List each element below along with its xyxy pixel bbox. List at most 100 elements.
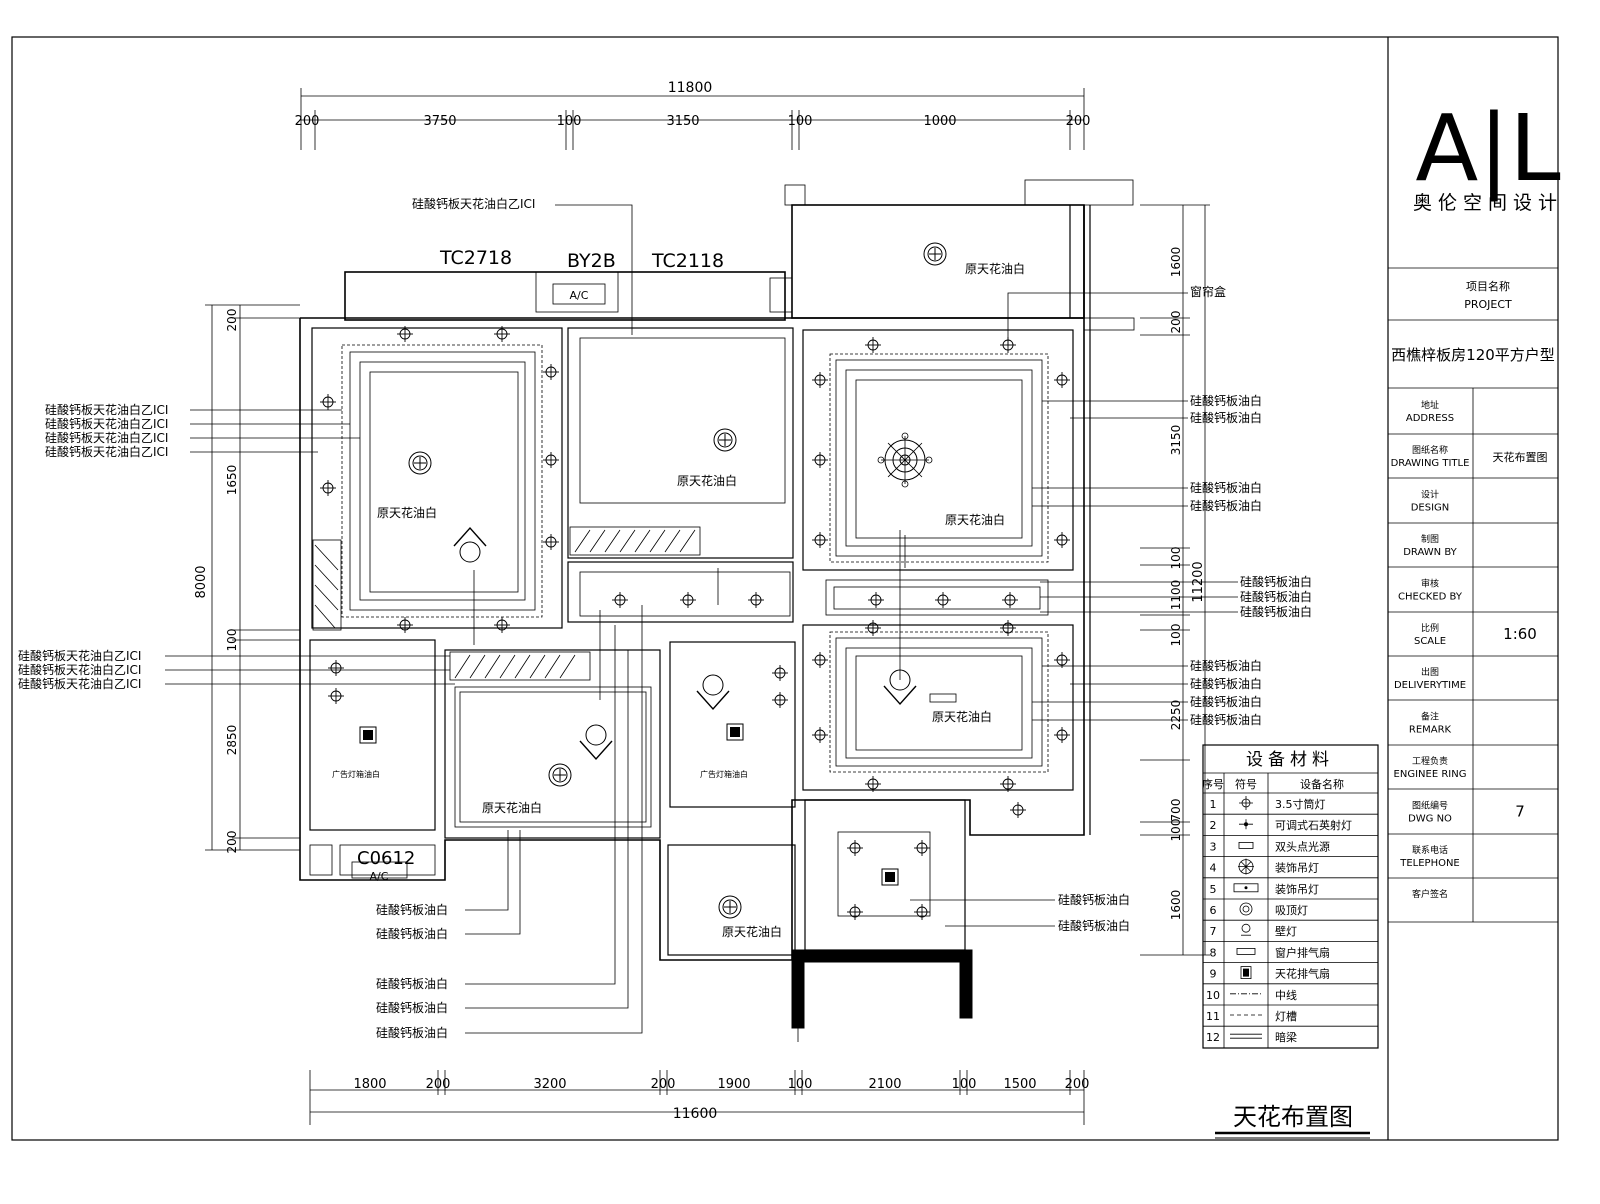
section-arrow-icon [579,724,613,760]
legend-name: 可调式石英射灯 [1275,818,1352,832]
downlight-icon [493,616,511,634]
svg-text:硅酸钙板油白: 硅酸钙板油白 [1058,892,1130,907]
legend-name: 暗梁 [1275,1030,1297,1044]
svg-text:硅酸钙板天花油白乙ICI: 硅酸钙板天花油白乙ICI [45,444,168,459]
dim-bottom-2: 3200 [533,1077,566,1092]
svg-text:硅酸钙板油白: 硅酸钙板油白 [1058,918,1130,933]
row-label-cn: 备注 [1421,711,1439,723]
svg-text:硅酸钙板油白: 硅酸钙板油白 [1190,658,1262,673]
title-block: A|L 奥伦空间设计 项目名称 PROJECT 西樵梓板房120平方户型 地址A… [1388,95,1561,923]
legend-name: 壁灯 [1275,924,1297,938]
row-label-cn: 审核 [1421,578,1439,590]
legend-name: 装饰吊灯 [1275,882,1319,896]
dim-top-4: 100 [788,114,813,129]
right-dimension-chain: 11200 1600 200 3150 100 1100 100 2250 70… [1140,204,1210,956]
svg-text:硅酸钙板油白: 硅酸钙板油白 [1240,574,1312,589]
downlight-icon [864,619,882,637]
downlight-icon [611,591,629,609]
downlight-icon [1001,591,1019,609]
downlight-icon [319,479,337,497]
downlight-icon [747,591,765,609]
legend-title: 设备材料 [1246,750,1334,770]
row-label-cn: 联系电话 [1412,844,1448,856]
dim-right-2: 3150 [1169,425,1183,456]
dim-right-3: 100 [1169,547,1183,570]
dim-right-5: 100 [1169,624,1183,647]
title-block-row: 客户签名 [1388,888,1558,923]
legend-no: 8 [1210,946,1217,959]
downlight-icon [1239,796,1253,810]
legend-name: 3.5寸筒灯 [1275,797,1326,811]
dim-bottom-total: 11600 [673,1106,718,1122]
downlight-icon [327,659,345,677]
downlight-icon [913,839,931,857]
dim-bottom-1: 200 [426,1077,451,1092]
downlight-icon [864,336,882,354]
svg-text:硅酸钙板天花油白乙ICI: 硅酸钙板天花油白乙ICI [45,416,168,431]
row-label-cn: 比例 [1421,622,1439,634]
downlight-icon [913,903,931,921]
svg-text:硅酸钙板天花油白乙ICI: 硅酸钙板天花油白乙ICI [18,676,141,691]
label-ceiling-white: 原天花油白 [377,505,437,520]
label-ceiling-white: 原天花油白 [945,512,1005,527]
legend-header-no: 序号 [1202,777,1224,791]
downlight-icon [846,903,864,921]
downlight-icon [327,687,345,705]
legend-no: 12 [1206,1031,1220,1044]
title-block-row: 备注 REMARK [1388,711,1558,746]
row-label-cn: 地址 [1421,399,1439,411]
downlight-icon [811,726,829,744]
ceiling-fan-icon [881,868,899,886]
downlight-icon [771,691,789,709]
svg-text:硅酸钙板油白: 硅酸钙板油白 [1240,589,1312,604]
dim-right-4: 1100 [1169,580,1183,611]
dim-bottom-6: 2100 [868,1077,901,1092]
dim-top-3: 3150 [666,114,699,129]
label-by2b: BY2B [567,250,616,272]
row-label-en: DRAWING TITLE [1391,458,1470,469]
leader-label-top: 硅酸钙板天花油白乙ICI [412,196,535,211]
downlight-icon [811,371,829,389]
drawing-title: 天花布置图 [1233,1103,1353,1131]
section-arrow-icon [453,527,487,563]
svg-text:硅酸钙板油白: 硅酸钙板油白 [1190,393,1262,408]
dim-right-9: 1600 [1169,890,1183,921]
wall-lamp-icon [1241,923,1251,936]
fixtures [319,242,1071,921]
downlight-icon [811,651,829,669]
legend-row: 12 暗梁 [1203,1025,1378,1044]
sheet-border [11,36,1559,1141]
downlight-icon [1009,801,1027,819]
legend-no: 7 [1210,925,1217,938]
row-label-en: ADDRESS [1406,413,1454,424]
dim-top-1: 3750 [423,114,456,129]
svg-text:硅酸钙板油白: 硅酸钙板油白 [1190,712,1262,727]
dim-bottom-3: 200 [651,1077,676,1092]
row-label-cn: 设计 [1421,489,1439,501]
row-label-en: REMARK [1409,725,1452,736]
downlight-icon [679,591,697,609]
label-ceiling-white: 原天花油白 [482,800,542,815]
svg-text:硅酸钙板油白: 硅酸钙板油白 [1190,480,1262,495]
dim-bottom-0: 1800 [353,1077,386,1092]
legend-name: 吸顶灯 [1275,904,1308,917]
dim-left-2: 100 [225,629,239,652]
row-value: 7 [1515,803,1525,821]
legend-no: 9 [1210,968,1217,981]
legend-no: 5 [1210,883,1217,896]
label-ceiling-white: 原天花油白 [965,261,1025,276]
dim-bottom-8: 1500 [1003,1077,1036,1092]
project-name: 西樵梓板房120平方户型 [1391,346,1555,364]
svg-text:硅酸钙板油白: 硅酸钙板油白 [376,1025,448,1040]
